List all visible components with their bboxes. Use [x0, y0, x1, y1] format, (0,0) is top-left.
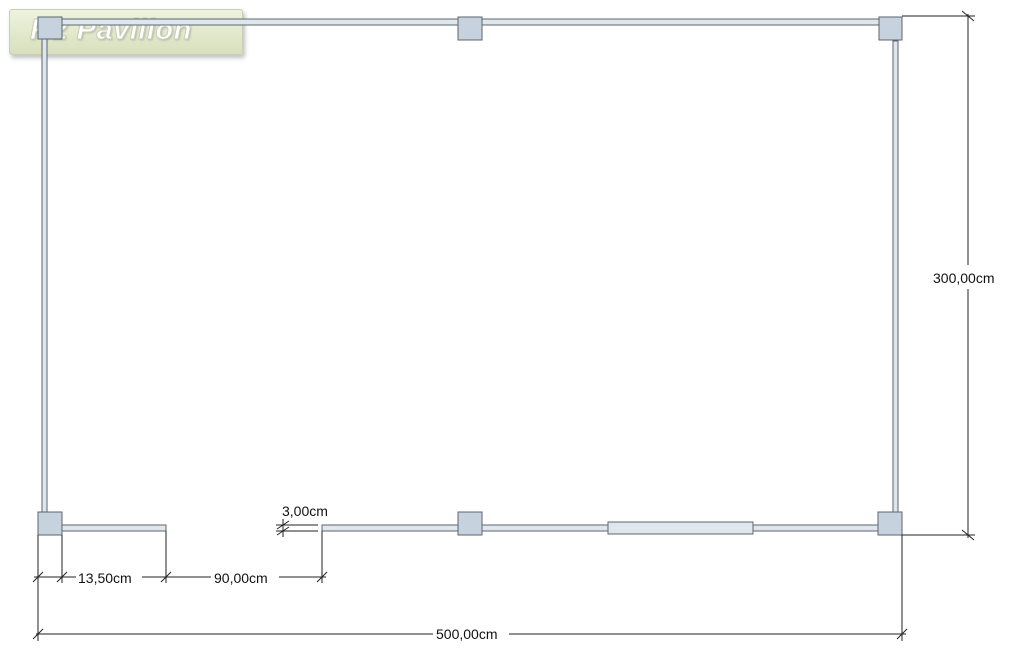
width-tick-right [896, 628, 908, 640]
walls [41, 18, 899, 535]
dimension-lines [32, 10, 975, 641]
post-top-left [37, 16, 63, 40]
wall-thickness-label: 3,00cm [282, 503, 328, 519]
chain-tick-b [56, 571, 68, 583]
wall-bottom-right-segment [321, 524, 879, 532]
post-bottom-center [457, 511, 483, 536]
door-opening-label: 90,00cm [214, 570, 268, 586]
thickness-tick-bottom [276, 526, 290, 536]
dimension-labels: 300,00cm 500,00cm 13,50cm 90,00cm 3,00cm [76, 265, 1006, 644]
chain-tick-d [316, 571, 328, 583]
window-panel [607, 521, 754, 535]
post-bottom-left [37, 511, 63, 536]
depth-tick-top [961, 10, 975, 22]
chain-tick-a [32, 571, 44, 583]
post-offset-label: 13,50cm [78, 570, 132, 586]
posts [37, 16, 903, 536]
post-top-center [457, 16, 483, 41]
wall-right [892, 40, 899, 513]
thickness-tick-top [276, 520, 290, 530]
width-label: 500,00cm [436, 626, 497, 642]
width-tick-left [32, 628, 44, 640]
depth-label: 300,00cm [933, 270, 994, 286]
chain-tick-c [160, 571, 172, 583]
depth-tick-bottom [961, 529, 975, 541]
wall-bottom-left-segment [61, 524, 167, 532]
wall-left [41, 28, 48, 513]
post-top-right [878, 16, 903, 41]
post-bottom-right [877, 511, 903, 536]
